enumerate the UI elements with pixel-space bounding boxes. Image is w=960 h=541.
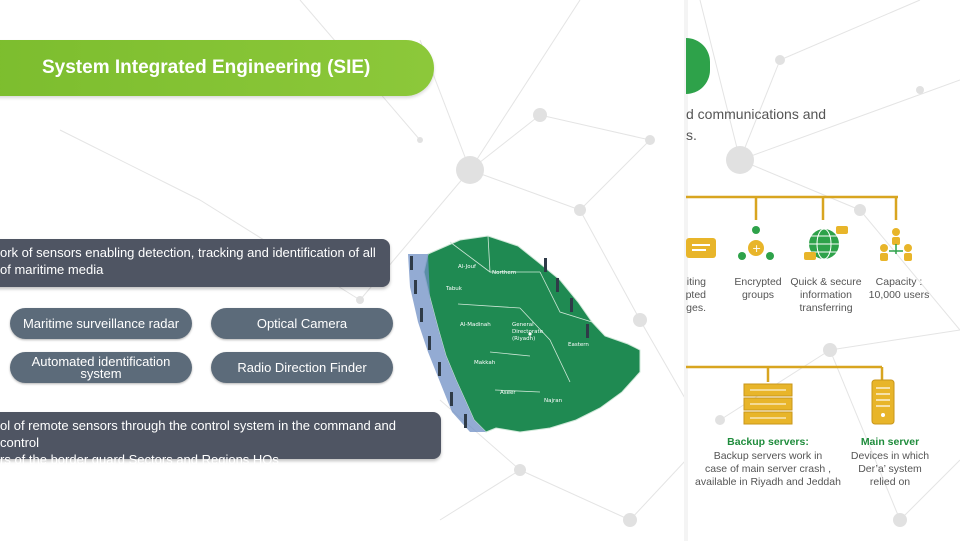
feature-label-secure-transfer: Quick & secure information transferring — [790, 276, 862, 314]
remote-control-line-1: ol of remote sensors through the control… — [0, 418, 396, 450]
left-slide: System Integrated Engineering (SIE) ork … — [0, 40, 641, 467]
map-label-makkah: Makkah — [474, 360, 496, 366]
sensor-rdf-pill: Radio Direction Finder — [211, 352, 393, 383]
svg-text:+: + — [752, 242, 761, 255]
main-server-title: Main server — [860, 436, 920, 448]
remote-control-info: ol of remote sensors through the control… — [0, 412, 441, 467]
map-label-northern: Northern — [492, 270, 517, 276]
sensor-radar-pill: Maritime surveillance radar — [10, 308, 192, 339]
globe-icon — [804, 226, 848, 260]
users-capacity-icon — [880, 228, 912, 261]
sensor-network-line-2: of maritime media — [0, 262, 104, 277]
right-slide: d communications and s. + — [686, 0, 960, 541]
encrypted-group-icon: + — [738, 226, 774, 260]
map-label-al-madinah: Al-Madinah — [460, 322, 491, 328]
sensor-network-info: ork of sensors enabling detection, track… — [0, 239, 390, 287]
map-label-general: General — [512, 322, 534, 328]
map-label-aseer: Aseer — [500, 390, 516, 396]
map-label-tabuk: Tabuk — [445, 286, 463, 292]
sensor-network-line-1: ork of sensors enabling detection, track… — [0, 245, 376, 260]
heading-line-2: s. — [686, 127, 697, 143]
map-label-directorate: Directorate — [512, 329, 544, 335]
slide-divider — [684, 0, 688, 541]
saudi-regions-map: Al-Jouf Northern Tabuk Al-Madinah Genera… — [408, 235, 641, 433]
backup-server-icon — [743, 383, 793, 425]
backup-servers-title: Backup servers: — [727, 436, 809, 448]
tower-icons — [410, 256, 589, 428]
feature-tree-diagram: + — [686, 195, 912, 425]
feature-label-messaging: iting pted ges. — [686, 276, 706, 314]
map-label-najran: Najran — [544, 398, 563, 404]
backup-servers-desc: Backup servers work in case of main serv… — [695, 450, 841, 488]
map-label-al-jouf: Al-Jouf — [458, 264, 477, 270]
feature-label-encrypted-groups: Encrypted groups — [734, 276, 782, 301]
page-title: System Integrated Engineering (SIE) — [0, 40, 434, 96]
heading-line-1: d communications and — [686, 106, 827, 122]
remote-control-line-2: rs of the border guard Sectors and Regio… — [0, 452, 279, 467]
main-server-icon — [871, 379, 895, 425]
feature-label-capacity: Capacity : 10,000 users — [868, 276, 930, 301]
map-coast — [408, 254, 486, 432]
sensor-ais-line-1: Automated identification — [31, 353, 171, 369]
sensor-camera-pill: Optical Camera — [211, 308, 393, 339]
sensor-ais-line-2: system — [80, 365, 122, 381]
main-server-desc: Devices in which Der’a’ system relied on — [850, 450, 930, 488]
map-label-eastern: Eastern — [568, 342, 589, 348]
map-label-riyadh: (Riyadh) — [512, 336, 535, 342]
chat-icon — [686, 238, 716, 258]
sensor-ais-pill: Automated identification system — [10, 352, 192, 383]
